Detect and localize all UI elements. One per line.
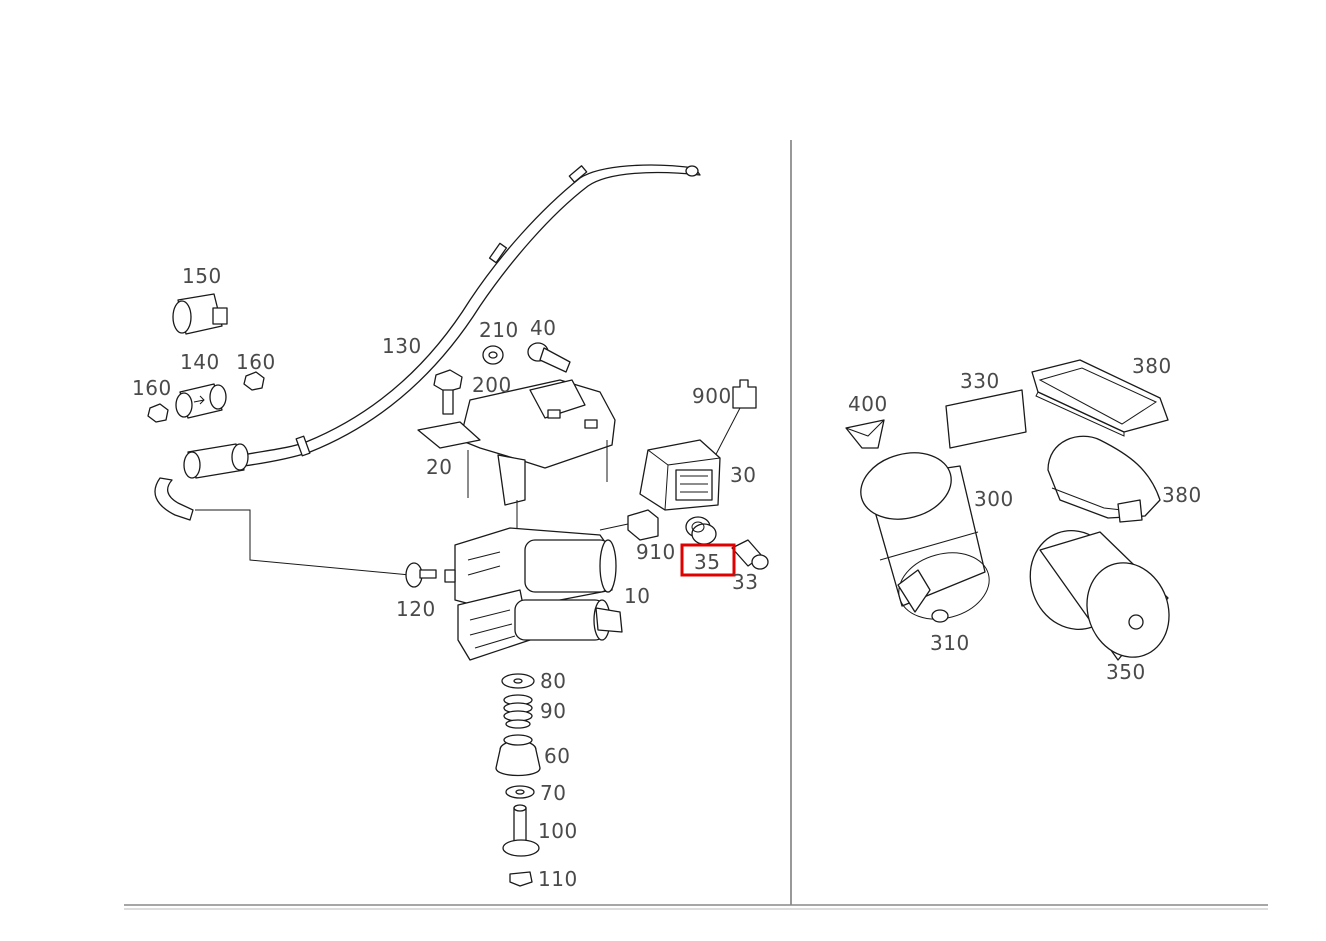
hose-130[interactable] bbox=[154, 164, 701, 521]
label-150: 150 bbox=[182, 264, 222, 288]
label-160-right: 160 bbox=[236, 350, 276, 374]
connector-900[interactable] bbox=[732, 379, 757, 409]
highlight-box-35 bbox=[680, 543, 736, 577]
label-380-top: 380 bbox=[1132, 354, 1172, 378]
washer-80[interactable] bbox=[501, 673, 535, 689]
reservoir-300[interactable] bbox=[853, 443, 996, 629]
damper-60[interactable] bbox=[495, 734, 541, 777]
cap-910[interactable] bbox=[599, 509, 659, 541]
cover-380-side[interactable] bbox=[1047, 435, 1161, 523]
label-130: 130 bbox=[382, 334, 422, 358]
label-350: 350 bbox=[1106, 660, 1146, 684]
spring-90[interactable] bbox=[503, 694, 533, 729]
pad-330[interactable] bbox=[945, 389, 1027, 449]
plug-310[interactable] bbox=[931, 609, 949, 623]
grommet-110[interactable] bbox=[509, 871, 533, 887]
label-30: 30 bbox=[730, 463, 756, 487]
washer-210[interactable] bbox=[482, 345, 504, 365]
filter-lower[interactable] bbox=[183, 443, 249, 479]
label-110: 110 bbox=[538, 867, 578, 891]
label-200: 200 bbox=[472, 373, 512, 397]
label-20: 20 bbox=[426, 455, 452, 479]
label-910: 910 bbox=[636, 540, 676, 564]
label-33: 33 bbox=[732, 570, 758, 594]
washer-70[interactable] bbox=[505, 785, 535, 799]
label-380-side: 380 bbox=[1162, 483, 1202, 507]
label-60: 60 bbox=[544, 744, 570, 768]
pin-100[interactable] bbox=[502, 804, 540, 857]
fitting-33[interactable] bbox=[731, 539, 769, 570]
label-10: 10 bbox=[624, 584, 650, 608]
cover-380-top[interactable] bbox=[1031, 359, 1169, 437]
label-80: 80 bbox=[540, 669, 566, 693]
bolt-200[interactable] bbox=[433, 369, 463, 415]
reservoir-350[interactable] bbox=[1017, 518, 1182, 669]
filter-150[interactable] bbox=[172, 293, 228, 335]
compressor-10[interactable] bbox=[444, 527, 623, 661]
label-35[interactable]: 35 bbox=[694, 550, 720, 574]
bracket-20[interactable] bbox=[417, 379, 616, 530]
pad-400[interactable] bbox=[845, 419, 885, 449]
leader-120 bbox=[195, 509, 411, 576]
label-300: 300 bbox=[974, 487, 1014, 511]
filter-140[interactable] bbox=[175, 383, 227, 419]
control-unit-30[interactable] bbox=[639, 439, 721, 511]
label-400: 400 bbox=[848, 392, 888, 416]
label-70: 70 bbox=[540, 781, 566, 805]
label-100: 100 bbox=[538, 819, 578, 843]
label-210: 210 bbox=[479, 318, 519, 342]
clamp-120[interactable] bbox=[405, 562, 437, 588]
nut-160-left[interactable] bbox=[147, 403, 169, 423]
label-310: 310 bbox=[930, 631, 970, 655]
label-140: 140 bbox=[180, 350, 220, 374]
label-160-left: 160 bbox=[132, 376, 172, 400]
nut-160-right[interactable] bbox=[243, 371, 265, 391]
plug-35[interactable] bbox=[685, 516, 717, 545]
label-120: 120 bbox=[396, 597, 436, 621]
label-900: 900 bbox=[692, 384, 732, 408]
leader-900 bbox=[711, 407, 741, 463]
label-40: 40 bbox=[530, 316, 556, 340]
label-90: 90 bbox=[540, 699, 566, 723]
bolt-40[interactable] bbox=[527, 342, 571, 373]
label-330: 330 bbox=[960, 369, 1000, 393]
